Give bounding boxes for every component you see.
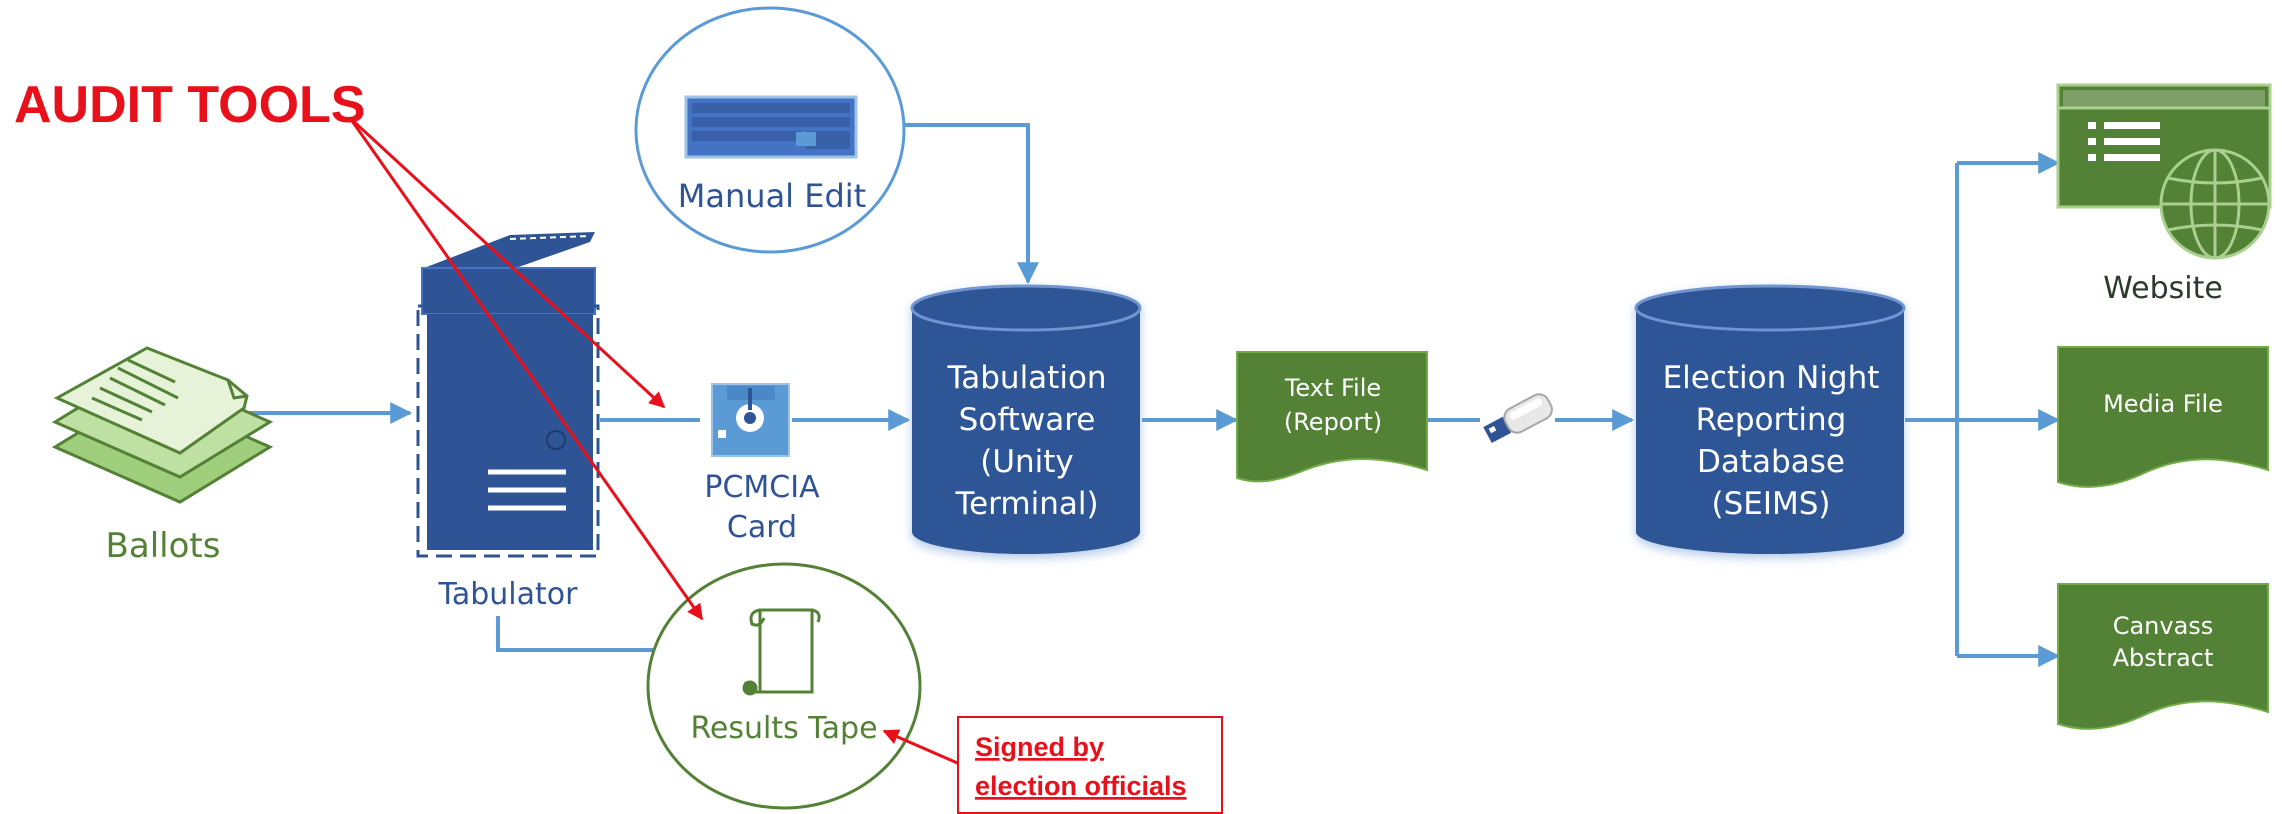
pcmcia-label-line1: PCMCIA bbox=[704, 470, 820, 505]
signed-note-line2: election officials bbox=[975, 771, 1187, 801]
ballots-node: Ballots bbox=[51, 346, 274, 566]
tabulator-icon bbox=[416, 232, 600, 558]
scroll-icon bbox=[742, 608, 821, 696]
enr-label-line1: Election Night bbox=[1663, 360, 1880, 396]
tabulation-label-line3: (Unity bbox=[980, 444, 1074, 480]
note-to-tape-arrow bbox=[882, 729, 963, 767]
audit-annotation: AUDIT TOOLS bbox=[14, 76, 963, 767]
text-file-label-line2: (Report) bbox=[1284, 408, 1382, 436]
results-tape-node: Results Tape bbox=[646, 562, 922, 810]
ballots-label: Ballots bbox=[106, 526, 221, 566]
audit-to-pcmcia-arrow bbox=[348, 116, 666, 409]
media-file-shape bbox=[2057, 346, 2269, 488]
results-tape-label: Results Tape bbox=[690, 711, 877, 746]
manual-edit-node: Manual Edit bbox=[634, 6, 906, 254]
audit-to-tape-arrow bbox=[348, 117, 704, 621]
text-file-label-line1: Text File bbox=[1284, 374, 1381, 402]
pcmcia-label-line2: Card bbox=[727, 510, 797, 545]
usb-drive-icon bbox=[1483, 393, 1553, 444]
canvass-label-line2: Abstract bbox=[2113, 644, 2214, 672]
website-node: Website bbox=[2056, 83, 2272, 306]
enr-label-line2: Reporting bbox=[1696, 402, 1847, 438]
signed-note: Signed by election officials bbox=[957, 716, 1223, 814]
connectors bbox=[248, 123, 2061, 667]
media-file-node: Media File bbox=[2057, 346, 2269, 488]
audit-tools-title: AUDIT TOOLS bbox=[14, 76, 365, 134]
pcmcia-node: PCMCIA Card bbox=[704, 383, 820, 545]
media-file-label: Media File bbox=[2103, 390, 2223, 418]
canvass-abstract-shape bbox=[2057, 583, 2269, 730]
tabulation-label-line4: Terminal) bbox=[954, 486, 1098, 522]
enr-database-node bbox=[1634, 284, 1906, 554]
signed-note-line1: Signed by bbox=[975, 732, 1104, 762]
enr-label-line4: (SEIMS) bbox=[1711, 486, 1830, 522]
text-file-shape bbox=[1236, 351, 1428, 483]
signed-note-box bbox=[957, 716, 1223, 814]
tabulator-node: Tabulator bbox=[416, 232, 600, 612]
tabulation-software-text: Tabulation Software (Unity Terminal) bbox=[946, 360, 1106, 522]
tabulator-label: Tabulator bbox=[438, 577, 579, 612]
manual-edit-label: Manual Edit bbox=[678, 177, 866, 215]
enr-label-line3: Database bbox=[1697, 444, 1845, 480]
ballot-stack-icon bbox=[51, 346, 274, 504]
text-file-node: Text File (Report) bbox=[1236, 351, 1428, 483]
keyboard-icon bbox=[684, 95, 858, 159]
tabulation-label-line1: Tabulation bbox=[946, 360, 1106, 396]
canvass-abstract-node: Canvass Abstract bbox=[2057, 583, 2269, 730]
memory-card-icon bbox=[711, 383, 790, 457]
tabulation-label-line2: Software bbox=[959, 402, 1096, 438]
globe-icon bbox=[2159, 148, 2271, 260]
website-label: Website bbox=[2103, 271, 2223, 306]
enr-database-text: Election Night Reporting Database (SEIMS… bbox=[1663, 360, 1880, 522]
manual-edit-to-tabulation-arrow bbox=[905, 123, 1039, 285]
canvass-label-line1: Canvass bbox=[2113, 612, 2214, 640]
tabulation-software-node bbox=[910, 284, 1142, 554]
